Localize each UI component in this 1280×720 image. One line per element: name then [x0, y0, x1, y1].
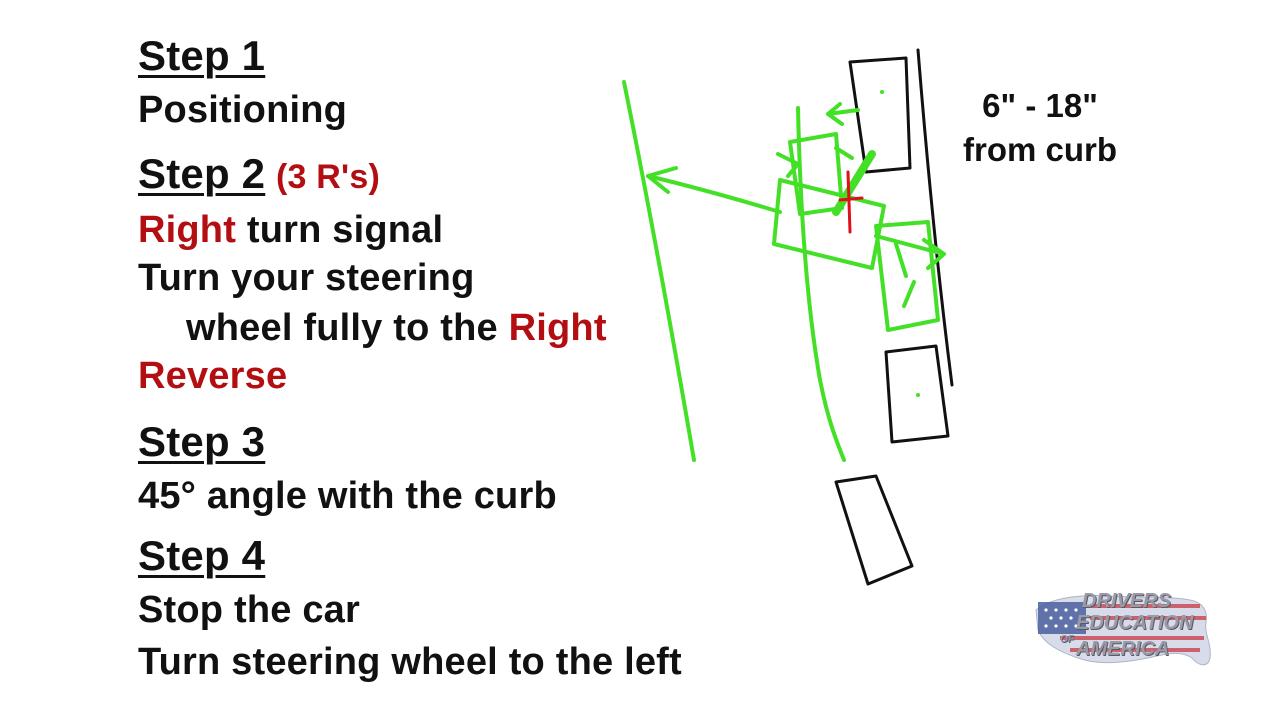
step4-line1: Stop the car: [138, 589, 360, 631]
step2-line1: Right turn signal: [138, 208, 443, 252]
logo-of: OF: [1060, 634, 1074, 645]
step2-line1-red: Right: [138, 209, 237, 251]
step2-line2: Turn your steering: [138, 257, 475, 299]
curb-distance-value: 6" - 18": [982, 87, 1098, 124]
step2-line3-rest: wheel fully to the: [186, 307, 509, 349]
rear-parked-car: [884, 344, 950, 444]
curb-line: [916, 48, 954, 387]
arrow-ticks: [776, 146, 854, 178]
right-ticks: [894, 242, 916, 308]
top-arrow: [826, 102, 860, 126]
step2-line3: wheel fully to the Right: [186, 306, 607, 350]
step1-positioning: Positioning: [138, 89, 348, 131]
step2-line4: Reverse: [138, 355, 288, 397]
front-car-dot: [880, 90, 884, 94]
step3-heading: Step 3: [138, 418, 266, 465]
path-arrow-line: [646, 174, 782, 214]
logo-line3: AMERICA: [1076, 638, 1170, 660]
step2-heading: Step 2: [138, 150, 266, 197]
step3-line: 45° angle with the curb: [138, 475, 557, 517]
step4-line2: Turn steering wheel to the left: [138, 641, 682, 683]
path-arrow-head: [646, 166, 678, 194]
step4-heading: Step 4: [138, 532, 266, 579]
curb-distance-label: 6" - 18" from curb: [945, 84, 1135, 172]
step2-note: (3 R's): [276, 158, 380, 196]
step2-line1-rest: turn signal: [236, 209, 444, 251]
step1-heading: Step 1: [138, 32, 266, 79]
car-path: [796, 106, 846, 462]
parking-diagram: [622, 48, 954, 586]
bottom-car: [834, 474, 914, 586]
logo-line2: EDUCATION: [1076, 612, 1194, 634]
right-arrow: [874, 234, 946, 270]
right-car-box: [874, 220, 940, 332]
front-parked-car: [848, 56, 912, 174]
logo-line1: DRIVERS: [1082, 590, 1171, 612]
curb-distance-unit: from curb: [962, 131, 1117, 168]
step2-line3-red: Right: [508, 307, 607, 349]
step2-heading-row: Step 2 (3 R's): [138, 152, 380, 199]
thick-hatch: [832, 150, 876, 216]
rear-car-dot: [916, 393, 920, 397]
drivers-education-logo: DRIVERS EDUCATION OF AMERICA: [1030, 588, 1215, 674]
angled-car-box: [772, 178, 886, 270]
usa-map-flag-icon: [1035, 595, 1211, 666]
red-marker: [838, 170, 864, 234]
lane-line: [622, 80, 696, 462]
